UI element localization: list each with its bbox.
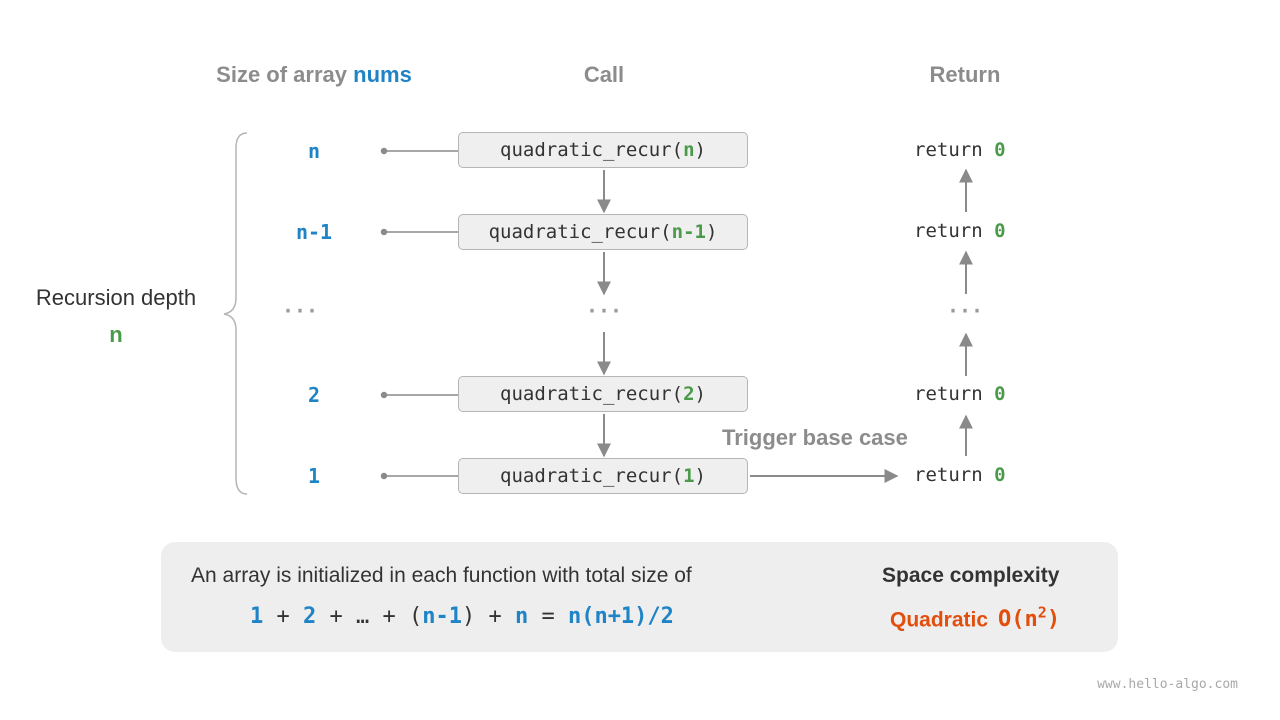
size-label: 1 xyxy=(307,464,321,488)
return-label: return 0 xyxy=(914,139,1006,161)
header-call: Call xyxy=(583,62,625,87)
return-label: return 0 xyxy=(914,464,1006,486)
formula-op: + … + ( xyxy=(316,604,423,629)
formula-term: 1 xyxy=(250,604,264,629)
formula-op: ) + xyxy=(461,604,515,629)
header-size: Size of array nums xyxy=(200,62,428,88)
summary-formula: 1 + 2 + … + (n-1) + n = n(n+1)/2 xyxy=(250,604,674,629)
call-close: ) xyxy=(694,139,706,161)
call-box: quadratic_recur(n) xyxy=(458,132,748,168)
return-keyword: return xyxy=(914,220,983,242)
notation-close: ) xyxy=(1046,607,1061,633)
space-complexity-value: Quadratic O(n2) xyxy=(890,604,1060,632)
space-complexity-title: Space complexity xyxy=(882,564,1060,587)
size-ellipsis: ··· xyxy=(281,299,319,323)
call-fn-name: quadratic_recur( xyxy=(500,465,684,487)
call-fn-name: quadratic_recur( xyxy=(500,139,684,161)
return-label: return 0 xyxy=(914,383,1006,405)
return-value: 0 xyxy=(994,220,1006,242)
size-label: n xyxy=(307,139,321,163)
formula-op: + xyxy=(263,604,303,629)
formula-term: n xyxy=(514,604,529,629)
return-value: 0 xyxy=(994,464,1006,486)
recursion-depth-label: Recursion depth xyxy=(35,285,197,310)
return-value: 0 xyxy=(994,383,1006,405)
return-label: return 0 xyxy=(914,220,1006,242)
notation-exponent: 2 xyxy=(1037,604,1047,622)
recursion-depth-value: n xyxy=(109,322,123,347)
call-arg: 1 xyxy=(683,465,695,487)
call-box: quadratic_recur(2) xyxy=(458,376,748,412)
call-arg: n xyxy=(683,139,695,161)
call-fn-name: quadratic_recur( xyxy=(500,383,684,405)
return-value: 0 xyxy=(994,139,1006,161)
call-fn-name: quadratic_recur( xyxy=(488,221,672,243)
call-box: quadratic_recur(n-1) xyxy=(458,214,748,250)
summary-text: An array is initialized in each function… xyxy=(191,564,692,587)
call-close: ) xyxy=(694,383,706,405)
call-close: ) xyxy=(705,221,718,243)
call-arg: n-1 xyxy=(671,221,706,243)
notation-base: O(n xyxy=(998,607,1038,633)
complexity-name: Quadratic xyxy=(890,608,989,632)
header-return: Return xyxy=(929,62,1001,87)
return-ellipsis: ··· xyxy=(946,299,984,323)
watermark: www.hello-algo.com xyxy=(1097,677,1238,692)
call-close: ) xyxy=(694,465,706,487)
header-size-prefix: Size of array xyxy=(216,62,348,87)
complexity-notation: O(n2) xyxy=(998,604,1061,633)
call-arg: 2 xyxy=(683,383,695,405)
trigger-base-case-label: Trigger base case xyxy=(722,425,908,450)
call-box: quadratic_recur(1) xyxy=(458,458,748,494)
return-keyword: return xyxy=(914,383,983,405)
return-keyword: return xyxy=(914,464,983,486)
formula-op: = xyxy=(528,604,568,629)
return-keyword: return xyxy=(914,139,983,161)
formula-term: n(n+1)/2 xyxy=(567,604,674,629)
size-label: n-1 xyxy=(295,220,333,244)
recursion-brace xyxy=(223,132,248,495)
call-ellipsis: ··· xyxy=(585,299,623,323)
formula-term: 2 xyxy=(303,604,317,629)
summary-panel xyxy=(161,542,1118,652)
size-call-connectors xyxy=(380,147,458,480)
formula-term: n-1 xyxy=(422,604,462,629)
header-size-var: nums xyxy=(353,62,412,87)
size-label: 2 xyxy=(307,383,321,407)
